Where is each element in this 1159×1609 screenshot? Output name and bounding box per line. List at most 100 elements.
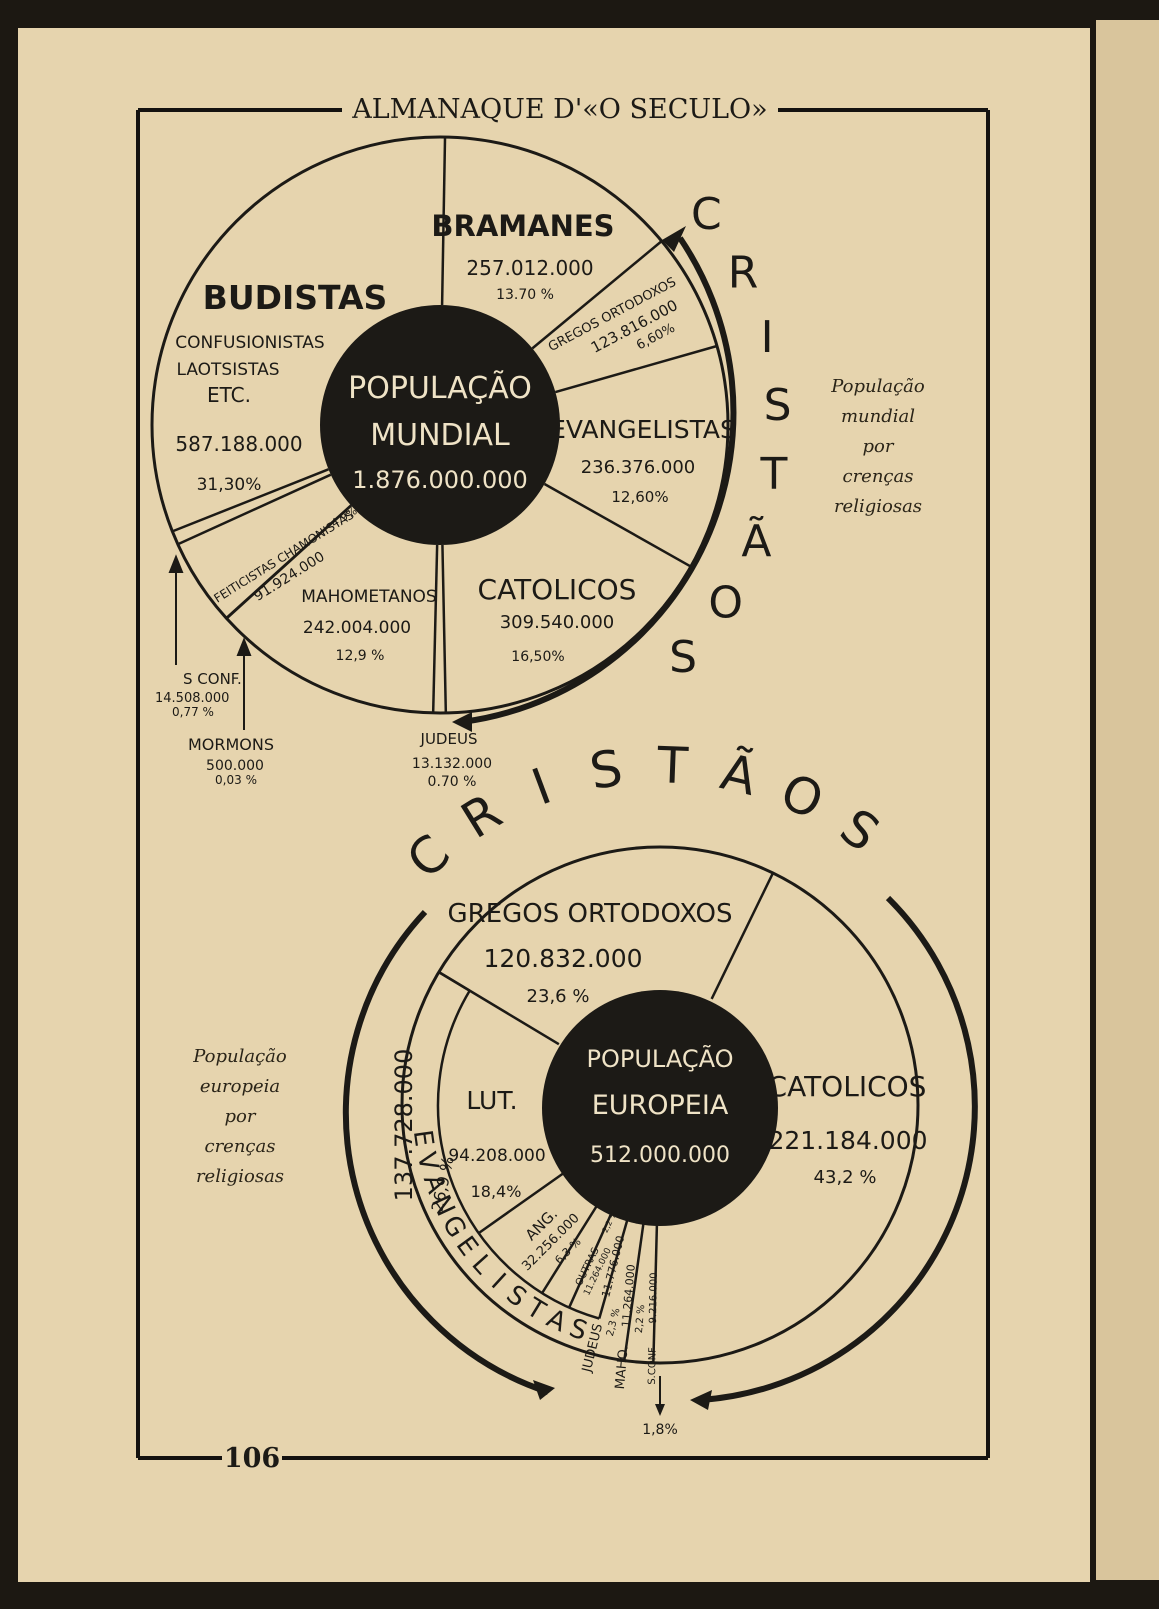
sconf-eu-arrowhead [655, 1404, 665, 1416]
europe-cristaos-arrow-left [533, 1380, 555, 1400]
europe-cristaos-arc-right [699, 895, 978, 1403]
world-slice-start-mahometanos [431, 544, 439, 713]
world-cristaos-letter-0: C [691, 189, 722, 240]
world-value-judeus: 13.132.000 [412, 756, 492, 772]
europe-percent-maho: 2,2 % [634, 1304, 647, 1333]
world-caption-line: por [862, 436, 894, 457]
europe-cristaos-letter-5: Ã [715, 743, 762, 807]
europe-slice-start-outras [567, 1212, 613, 1309]
world-cristaos-letter-1: R [728, 247, 759, 298]
page-number: 106 [224, 1443, 280, 1474]
europe-cristaos-letter-3: S [586, 739, 627, 801]
world-percent-judeus: 0.70 % [428, 774, 477, 790]
world-sublabel-budistas-2: LAOTSISTAS [176, 360, 279, 380]
europe-label-lut: LUT. [466, 1086, 517, 1115]
world-center-line-1: POPULAÇÃO [348, 370, 532, 406]
world-cristaos-letter-5: Ã [741, 515, 771, 567]
header-title: ALMANAQUE D'«O SECULO» [351, 94, 767, 125]
europe-evangelistas-letter-0: E [407, 1128, 439, 1148]
world-percent-catolicos: 16,50% [511, 649, 564, 665]
europe-label-gregos: GREGOS ORTODOXOS [448, 899, 733, 929]
world-percent-budistas: 31,30% [197, 475, 262, 495]
europe-caption-line: religiosas [195, 1166, 285, 1187]
world-cristaos-letter-3: S [764, 380, 792, 431]
world-percent-mormons: 0,03 % [215, 773, 257, 787]
europe-cristaos-letter-4: T [655, 736, 689, 795]
europe-caption-line: crenças [204, 1136, 276, 1157]
world-percent-evangelistas: 12,60% [611, 488, 668, 506]
world-caption-line: mundial [840, 406, 916, 427]
europe-percent-gregos: 23,6 % [527, 986, 590, 1007]
europe-percent-lut: 18,4% [471, 1182, 522, 1201]
world-label-mormons: MORMONS [188, 735, 274, 754]
europe-center-disc [542, 990, 778, 1226]
world-value-catolicos: 309.540.000 [500, 612, 615, 633]
world-sublabel-budistas-3: ETC. [207, 383, 251, 407]
europe-evangelistas-letter-6: L [465, 1249, 497, 1280]
europe-label-sconf: S.CONF [647, 1347, 659, 1385]
europe-cristaos-letter-1: R [452, 782, 512, 850]
europe-value-sconf: 9.216.000 [648, 1272, 660, 1323]
world-value-mormons: 500.000 [206, 758, 264, 774]
world-center-disc [320, 305, 560, 545]
world-slice-start-feiticistas-chamonistas [225, 504, 352, 620]
europe-cristaos-arc-left [342, 909, 549, 1395]
europe-percent-catolicos: 43,2 % [814, 1167, 877, 1188]
europe-evangelistas-top-cap [438, 971, 471, 992]
world-slice-start-evangelistas [555, 344, 718, 394]
europe-slice-start-ang [541, 1204, 599, 1294]
europe-slice-start-judeus [598, 1218, 629, 1319]
europe-evangelistas-letter-10: A [542, 1304, 571, 1339]
europe-caption-line: europeia [199, 1076, 281, 1097]
europe-value-evangelistas: 137.728.000 [390, 1049, 418, 1202]
world-pie-chart: POPULAÇÃO MUNDIAL 1.876.000.000 BRAMANES… [150, 135, 792, 790]
world-slice-start-bramanes [440, 137, 447, 306]
europe-cristaos-letter-0: C [396, 824, 461, 890]
europe-percent-outras: 2,2 % [601, 1209, 619, 1234]
europe-label-catolicos: CATOLICOS [768, 1070, 927, 1103]
europe-cristaos-letter-2: I [524, 757, 558, 817]
europe-value-lut: 94.208.000 [448, 1146, 545, 1166]
world-cristaos-letter-6: O [708, 578, 743, 629]
mormons-arrowhead [236, 637, 252, 656]
europe-cristaos-letter-7: S [830, 798, 890, 864]
world-sublabel-budistas-1: CONFUSIONISTAS [175, 333, 324, 353]
world-cristaos-letter-7: S [669, 632, 697, 683]
world-caption-line: crenças [842, 466, 914, 487]
world-value-bramanes: 257.012.000 [466, 256, 593, 280]
world-label-budistas: BUDISTAS [203, 278, 388, 317]
world-percent-sconf: 0,77 % [172, 705, 214, 719]
europe-cristaos-arrow-right [690, 1390, 712, 1410]
europe-cristaos-letter-6: O [772, 762, 832, 831]
europe-center-line-1: POPULAÇÃO [587, 1043, 734, 1073]
world-cristaos-letter-2: I [761, 312, 774, 363]
europe-slice-start-s-conf [652, 1222, 659, 1363]
world-cristaos-arrow-top [662, 226, 686, 252]
world-percent-mahometanos: 12,9 % [336, 648, 385, 664]
europe-pie-chart: POPULAÇÃO EUROPEIA 512.000.000 GREGOS OR… [342, 736, 978, 1438]
europe-slice-start-lut [477, 1172, 565, 1235]
europe-value-catolicos: 221.184.000 [768, 1126, 927, 1155]
world-label-judeus: JUDEUS [420, 730, 478, 748]
world-label-catolicos: CATOLICOS [478, 573, 637, 606]
europe-value-gregos: 120.832.000 [483, 944, 642, 973]
world-center-line-2: MUNDIAL [370, 418, 510, 453]
world-caption-line: religiosas [833, 496, 923, 517]
europe-label-maho: MAHO. [613, 1345, 632, 1390]
europe-evangelistas-inner-ring [436, 990, 600, 1320]
world-percent-bramanes: 13.70 % [496, 287, 554, 303]
europe-caption: População europeia por crenças religiosa… [170, 1042, 310, 1192]
world-label-sconf: S CONF. [183, 670, 242, 688]
world-label-bramanes: BRAMANES [431, 209, 614, 243]
world-center-total: 1.876.000.000 [352, 466, 528, 494]
europe-percent-sconf: 1,8% [642, 1422, 678, 1438]
sconf-arrowhead [168, 554, 184, 573]
europe-slice-start-maho [623, 1221, 645, 1361]
world-cristaos-letter-4: T [760, 449, 788, 500]
facing-page-edge [1096, 20, 1159, 1580]
world-slice-start-s-conf [177, 473, 332, 546]
europe-caption-line: por [224, 1106, 256, 1127]
world-slice-start-gregos-ortodoxos [531, 240, 663, 350]
world-value-sconf: 14.508.000 [155, 691, 229, 706]
